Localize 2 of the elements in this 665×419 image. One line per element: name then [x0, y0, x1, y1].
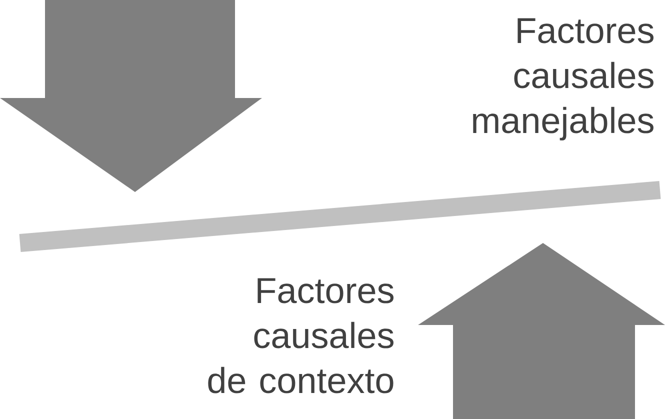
caption-text: Factores causales de contexto — [208, 278, 394, 394]
caption-text: Factores causales manejables — [473, 18, 654, 140]
